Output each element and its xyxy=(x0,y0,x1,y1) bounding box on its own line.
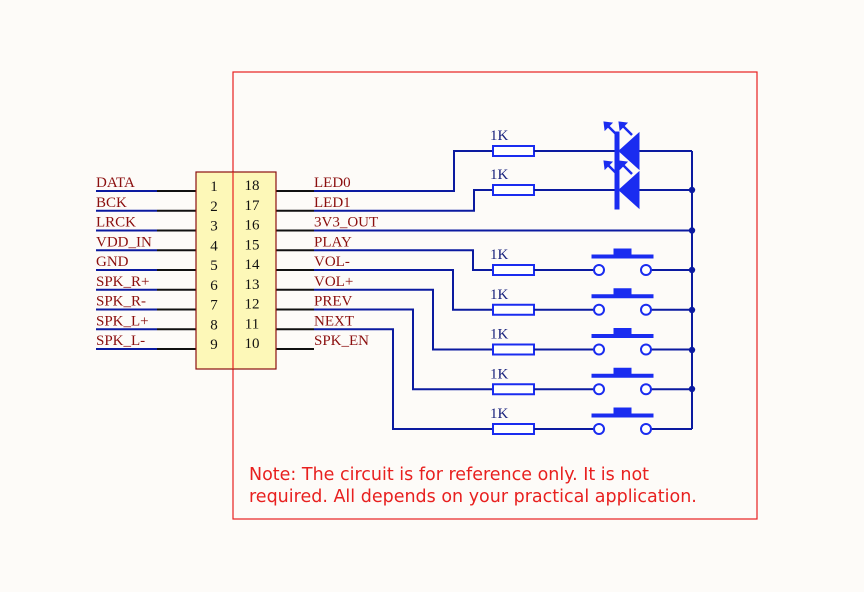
note-line-2: required. All depends on your practical … xyxy=(249,487,697,507)
led-signal-wire xyxy=(314,189,493,212)
right-pin-label: 3V3_OUT xyxy=(314,215,378,231)
left-pin-label: BCK xyxy=(96,195,127,211)
left-pin-label: SPK_R- xyxy=(96,294,146,310)
right-pin-number: 17 xyxy=(245,198,261,214)
junction-dot xyxy=(688,346,696,354)
button-signal-wire xyxy=(314,269,493,311)
resistor-icon xyxy=(492,264,535,276)
resistor-value: 1K xyxy=(490,128,509,144)
left-pin-label: DATA xyxy=(96,175,135,191)
resistor-value: 1K xyxy=(490,406,509,422)
resistor-value: 1K xyxy=(490,247,509,263)
push-button-icon[interactable] xyxy=(591,367,654,396)
junction-dot xyxy=(688,186,696,194)
left-pin-number: 9 xyxy=(210,337,218,353)
right-pin-number: 11 xyxy=(245,316,259,332)
left-pin-label: SPK_L+ xyxy=(96,313,149,329)
right-pin-label: PREV xyxy=(314,294,353,310)
resistor-icon xyxy=(492,423,535,435)
resistor-value: 1K xyxy=(490,287,509,303)
left-pin-number: 6 xyxy=(210,278,218,294)
note-line-1: Note: The circuit is for reference only.… xyxy=(249,465,649,485)
resistor-icon xyxy=(492,383,535,396)
left-pin-label: SPK_L- xyxy=(96,333,145,349)
right-pin-number: 16 xyxy=(245,218,261,234)
junction-dot xyxy=(688,385,696,393)
button-signal-wire xyxy=(314,328,493,430)
left-pin-number: 2 xyxy=(210,199,218,215)
resistor-icon xyxy=(492,145,535,157)
left-pin-label: VDD_IN xyxy=(96,234,152,250)
resistor-icon xyxy=(492,184,535,196)
left-pin-number: 4 xyxy=(210,238,218,254)
junction-dot xyxy=(688,227,696,234)
left-pin-number: 1 xyxy=(210,179,218,195)
right-pin-label: LED0 xyxy=(314,175,351,191)
push-button-icon[interactable] xyxy=(591,407,654,435)
led-icon xyxy=(603,160,640,210)
resistor-value: 1K xyxy=(490,366,509,382)
right-pin-label: PLAY xyxy=(314,234,352,250)
right-pin-label: LED1 xyxy=(314,195,351,211)
right-pin-label: VOL+ xyxy=(314,274,353,290)
right-pin-label: SPK_EN xyxy=(314,333,369,349)
junction-dot xyxy=(688,306,696,314)
left-pin-number: 7 xyxy=(210,298,218,314)
button-signal-wire xyxy=(314,308,493,391)
resistor-value: 1K xyxy=(490,167,509,183)
push-button-icon[interactable] xyxy=(591,328,654,356)
right-pin-number: 15 xyxy=(245,237,260,253)
junction-dot xyxy=(688,266,696,274)
left-pin-label: LRCK xyxy=(96,215,136,231)
resistor-icon xyxy=(492,303,535,316)
led-icon xyxy=(603,121,640,171)
right-pin-number: 14 xyxy=(245,257,261,273)
left-pin-number: 8 xyxy=(210,317,218,333)
led-signal-wire xyxy=(314,150,493,192)
left-pin-number: 5 xyxy=(210,258,218,274)
right-pin-number: 10 xyxy=(245,336,260,352)
right-pin-number: 18 xyxy=(245,178,260,194)
resistor-value: 1K xyxy=(490,327,509,343)
left-pin-label: SPK_R+ xyxy=(96,274,149,290)
left-pin-number: 3 xyxy=(210,219,218,235)
right-pin-number: 12 xyxy=(245,297,260,313)
button-signal-wire xyxy=(314,249,493,271)
connector-header xyxy=(195,171,277,370)
left-pin-label: GND xyxy=(96,254,129,270)
button-signal-wire xyxy=(314,288,493,351)
right-pin-label: VOL- xyxy=(314,254,350,270)
push-button-icon[interactable] xyxy=(591,288,654,316)
push-button-icon[interactable] xyxy=(591,248,654,276)
resistor-icon xyxy=(492,343,535,356)
right-pin-label: NEXT xyxy=(314,313,354,329)
right-pin-number: 13 xyxy=(245,277,260,293)
